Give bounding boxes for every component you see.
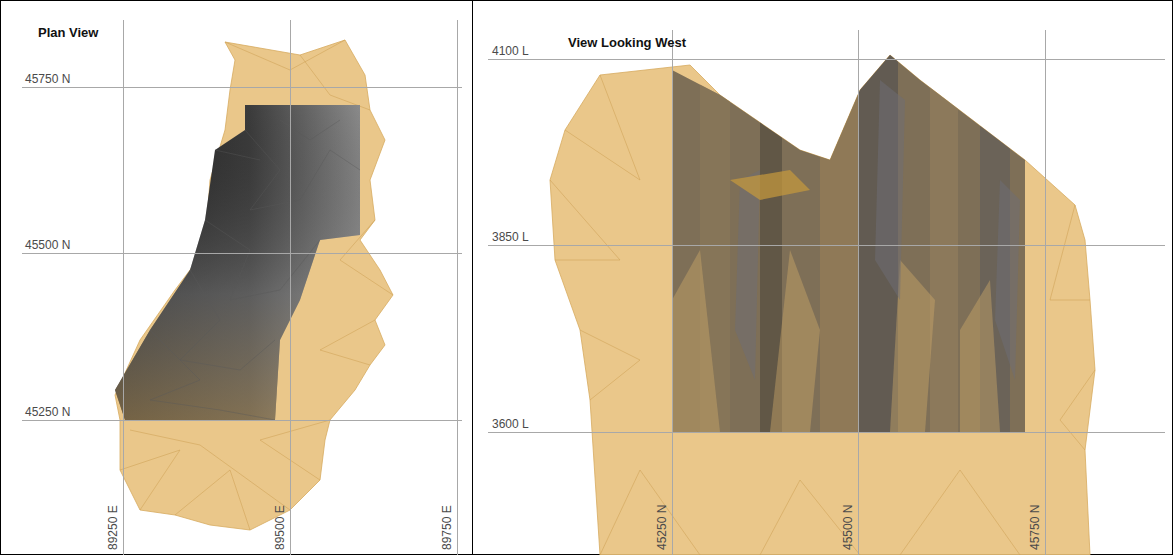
- grid-coordinate: 45750 N: [25, 72, 70, 86]
- plan-model: [115, 40, 393, 530]
- grid-coordinate: 45500 N: [25, 238, 70, 252]
- section-model: [550, 50, 1095, 555]
- grid-coordinate: 45250 N: [655, 505, 669, 550]
- grid-coordinate: 3850 L: [492, 230, 529, 244]
- panel-divider: [472, 0, 473, 555]
- grid-coordinate: 89750 E: [440, 505, 454, 550]
- plan-grid: [22, 20, 462, 555]
- grid-coordinate: 89500 E: [273, 505, 287, 550]
- grid-coordinate: 45250 N: [25, 405, 70, 419]
- panel-title: Plan View: [38, 25, 98, 40]
- grid-coordinate: 3600 L: [492, 417, 529, 431]
- panel-title: View Looking West: [568, 35, 686, 50]
- grid-coordinate: 89250 E: [106, 505, 120, 550]
- grid-coordinate: 45500 N: [841, 505, 855, 550]
- grid-coordinate: 4100 L: [492, 44, 529, 58]
- section-grid: [488, 30, 1165, 555]
- grid-coordinate: 45750 N: [1028, 505, 1042, 550]
